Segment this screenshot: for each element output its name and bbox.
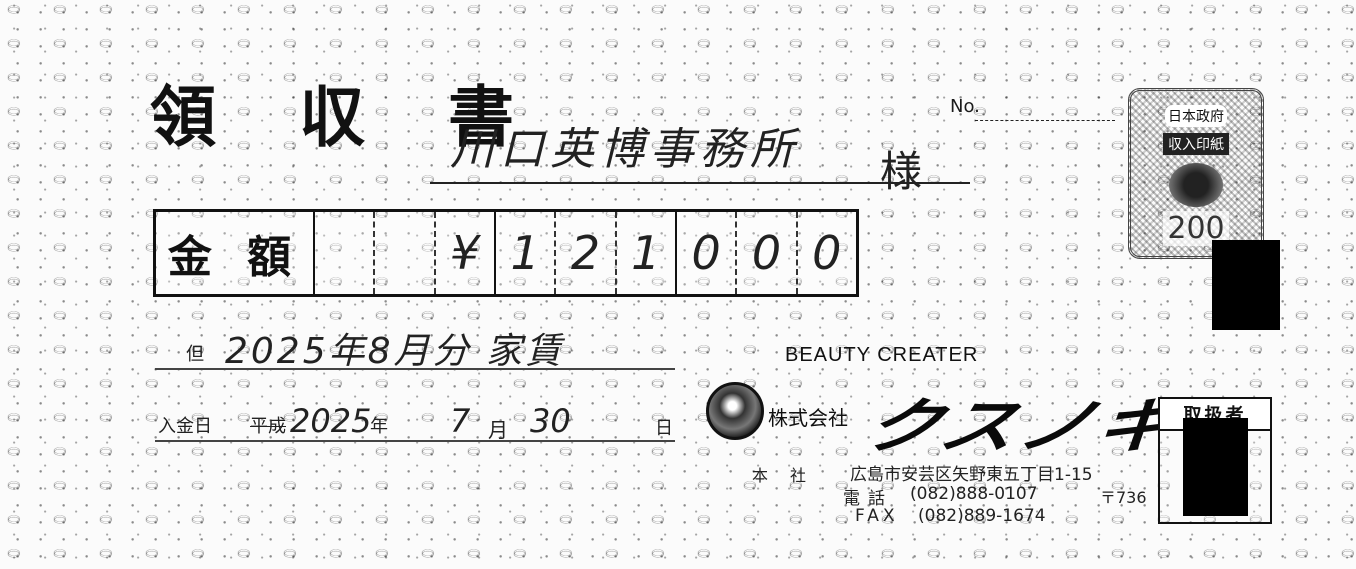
redaction-block <box>1212 240 1280 330</box>
amount-digit-cell: 1 <box>617 212 677 294</box>
amount-digit-cell: 2 <box>556 212 617 294</box>
addressee-underline <box>430 182 970 184</box>
amount-label: 金 額 <box>156 212 315 294</box>
tel-label: 電話 <box>843 489 893 509</box>
description-value: 2025年8月分 家賃 <box>225 331 564 372</box>
company-fax: (082)889-1674 <box>918 506 1046 526</box>
receipt-number-label: No. <box>950 96 980 117</box>
date-month: 7 <box>450 402 471 440</box>
revenue-stamp: 日本政府 収入印紙 200 <box>1128 88 1264 259</box>
revenue-stamp-emblem-icon <box>1169 163 1223 207</box>
receipt-title: 領 収 書 <box>150 78 544 156</box>
company-entity-type: 株式会社 <box>768 406 848 430</box>
date-year-unit: 年 <box>370 416 388 437</box>
company-address: 広島市安芸区矢野東五丁目1-15 <box>850 465 1093 485</box>
receipt-number-line <box>975 120 1115 121</box>
date-month-unit: 月 <box>488 418 508 442</box>
amount-box: 金 額 ¥ 1 2 1 0 0 0 <box>153 209 859 297</box>
revenue-stamp-title: 収入印紙 <box>1163 133 1229 155</box>
date-underline <box>155 440 675 442</box>
company-tel: (082)888-0107 <box>910 484 1038 504</box>
amount-digit-cell: 0 <box>677 212 738 294</box>
addressee-honorific: 様 <box>880 147 923 196</box>
company-name-logo: クスノキ <box>856 392 1185 462</box>
addressee-name: 川口英博事務所 <box>450 124 800 175</box>
redaction-block <box>1183 418 1248 516</box>
company-postal-code: 〒736 <box>1100 488 1147 507</box>
amount-digit-cell: ¥ <box>436 212 496 294</box>
description-underline <box>155 368 675 370</box>
company-tagline: BEAUTY CREATER <box>785 344 979 366</box>
fax-label: FAX <box>855 506 899 526</box>
description-label: 但 <box>186 344 204 365</box>
date-year: 2025 <box>290 402 372 440</box>
company-logo-icon <box>706 382 764 440</box>
address-label: 本社 <box>752 466 829 485</box>
amount-digit-cell: 0 <box>737 212 798 294</box>
date-era-struck: 平成 <box>250 416 286 437</box>
payment-date-label: 入金日 <box>158 416 212 437</box>
date-day: 30 <box>530 402 571 440</box>
amount-digit-cell: 0 <box>812 226 842 280</box>
revenue-stamp-issuer: 日本政府 <box>1165 105 1227 127</box>
amount-digit-cell <box>375 212 436 294</box>
amount-digit-cell: 1 <box>496 212 557 294</box>
amount-digit-cell <box>315 212 376 294</box>
date-day-unit: 日 <box>655 418 673 439</box>
